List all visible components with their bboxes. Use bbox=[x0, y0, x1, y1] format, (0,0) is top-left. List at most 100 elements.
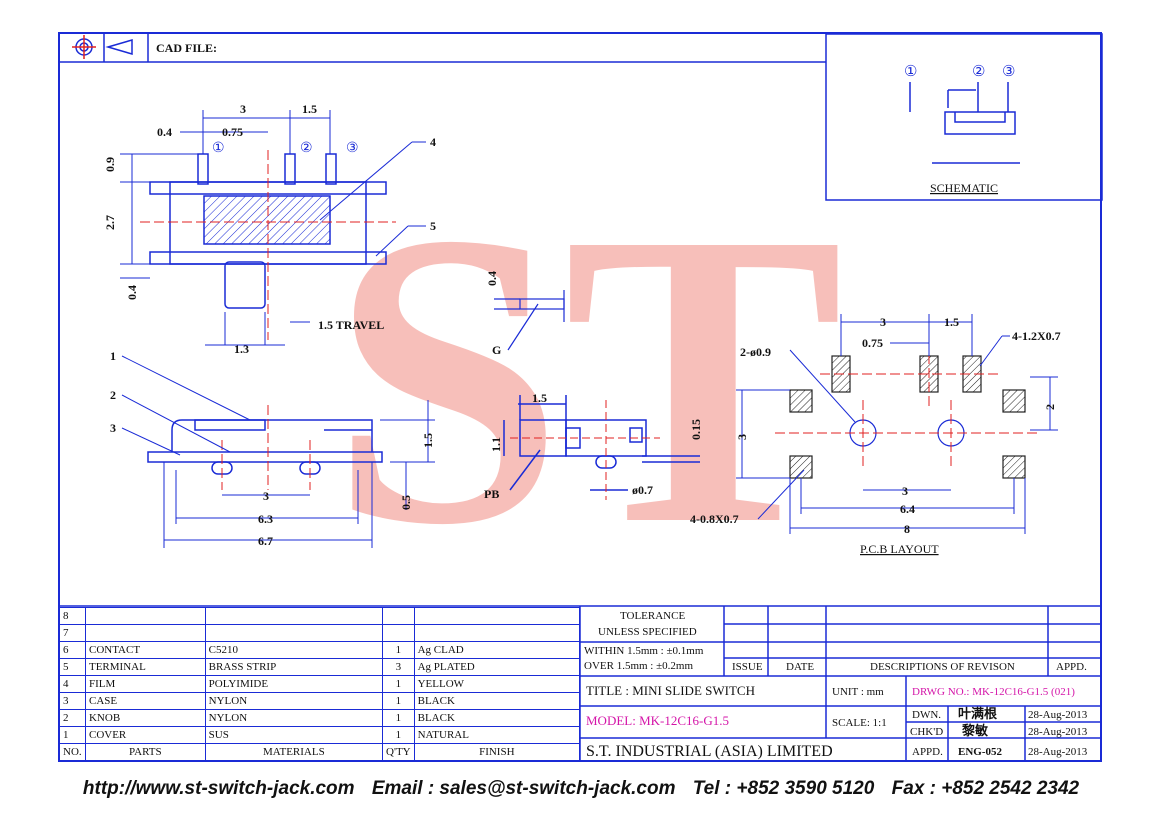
pcb-dim-text: 3 1.5 0.75 4-1.2X0.7 2-ø0.9 2 3 3 6.4 8 … bbox=[690, 315, 1061, 536]
bom-cell-no: 1 bbox=[59, 726, 86, 744]
bom-cell-finish: NATURAL bbox=[413, 726, 581, 744]
side-dim-6-7: 6.7 bbox=[258, 534, 273, 548]
bom-cell-finish: BLACK bbox=[413, 692, 581, 710]
bom-row: 8 bbox=[59, 607, 581, 625]
side-view-dim-text: 3 6.3 6.7 1.5 0.5 bbox=[258, 433, 435, 548]
bom-cell-material bbox=[204, 624, 384, 642]
unit-label: UNIT : mm bbox=[832, 686, 884, 698]
bom-cell-qty: 1 bbox=[382, 675, 415, 693]
dim-travel: 1.5 TRAVEL bbox=[318, 318, 384, 332]
issue-header: ISSUE bbox=[732, 661, 763, 673]
website-link[interactable]: http://www.st-switch-jack.com bbox=[82, 778, 355, 799]
schematic-pins: ① ② ③ bbox=[904, 64, 1015, 80]
side-view-dims bbox=[163, 400, 435, 548]
fax: Fax : +852 2542 2342 bbox=[891, 778, 1080, 799]
side-dim-6-3: 6.3 bbox=[258, 512, 273, 526]
appd-date: 28-Aug-2013 bbox=[1028, 746, 1088, 758]
bom-cell-part: KNOB bbox=[84, 709, 206, 727]
bom-cell-qty: 1 bbox=[382, 709, 415, 727]
dim-0-4b: 0.4 bbox=[125, 285, 139, 300]
detail-g bbox=[494, 290, 565, 351]
unless-specified: UNLESS SPECIFIED bbox=[598, 626, 697, 638]
pcb-dim-6-4: 6.4 bbox=[900, 502, 915, 516]
bom-cell-no: 2 bbox=[59, 709, 86, 727]
pcb-dim-holes: 2-ø0.9 bbox=[740, 345, 771, 359]
bom-cell-qty: 1 bbox=[382, 692, 415, 710]
pcb-dim-3b: 3 bbox=[902, 484, 908, 498]
bom-row: 7 bbox=[59, 624, 581, 642]
chkd-name: 黎敏 bbox=[962, 723, 989, 738]
watermark-s: ST bbox=[330, 146, 844, 611]
tolerance-over: OVER 1.5mm : ±0.2mm bbox=[584, 660, 693, 672]
bom-cell-material: POLYIMIDE bbox=[204, 675, 384, 693]
dim-0-75: 0.75 bbox=[222, 125, 243, 139]
bom-cell-part: COVER bbox=[84, 726, 206, 744]
appd-name: ENG-052 bbox=[958, 746, 1003, 758]
bom-cell-material: NYLON bbox=[204, 709, 384, 727]
bom-cell-qty bbox=[382, 624, 415, 642]
dim-0-4: 0.4 bbox=[157, 125, 172, 139]
scale-label: SCALE: 1:1 bbox=[832, 717, 887, 729]
dim-1-5: 1.5 bbox=[302, 102, 317, 116]
top-view-centerlines bbox=[140, 150, 396, 340]
chkd-label: CHK'D bbox=[910, 726, 943, 738]
pin-1-label: ① bbox=[212, 141, 225, 156]
callout-1: 1 bbox=[110, 349, 116, 363]
bom-cell-no: 3 bbox=[59, 692, 86, 710]
pcb-dim-2: 2 bbox=[1043, 404, 1057, 410]
drawing-title: TITLE : MINI SLIDE SWITCH bbox=[586, 683, 755, 698]
pcb-dim-8: 8 bbox=[904, 522, 910, 536]
bom-cell-part: CASE bbox=[84, 692, 206, 710]
side-dim-0-5: 0.5 bbox=[399, 495, 413, 510]
bom-cell-finish: Ag CLAD bbox=[413, 641, 581, 659]
detail-g-dim: 0.4 bbox=[485, 271, 499, 286]
pcb-dim-mount: 4-0.8X0.7 bbox=[690, 512, 739, 526]
pcb-centerlines bbox=[775, 340, 1040, 470]
top-view-pins: ① ② ③ bbox=[212, 141, 359, 156]
callout-5: 5 bbox=[430, 219, 436, 233]
schematic-box bbox=[825, 33, 1103, 201]
bom-cell-no: 8 bbox=[59, 607, 86, 625]
dim-1-3: 1.3 bbox=[234, 342, 249, 356]
tolerance-label: TOLERANCE bbox=[620, 610, 685, 622]
bom-cell-qty bbox=[382, 607, 415, 625]
bom-header-finish: FINISH bbox=[413, 743, 581, 761]
dim-0-9: 0.9 bbox=[103, 157, 117, 172]
bom-header-row: NO. PARTS MATERIALS Q'TY FINISH bbox=[59, 743, 581, 761]
dwn-date: 28-Aug-2013 bbox=[1028, 709, 1088, 721]
date-header: DATE bbox=[786, 661, 814, 673]
bom-cell-finish: BLACK bbox=[413, 709, 581, 727]
schematic-title: SCHEMATIC bbox=[930, 181, 998, 195]
bom-header-materials: MATERIALS bbox=[204, 743, 384, 761]
bom-cell-no: 4 bbox=[59, 675, 86, 693]
pin-3-label: ③ bbox=[346, 141, 359, 156]
callout-4: 4 bbox=[430, 135, 436, 149]
contact-footer: http://www.st-switch-jack.com Email : sa… bbox=[0, 778, 1162, 800]
pcb-dim-3v: 3 bbox=[735, 434, 749, 440]
pcb-dim-0-75: 0.75 bbox=[862, 336, 883, 350]
header-cells bbox=[58, 32, 826, 63]
dwn-label: DWN. bbox=[912, 709, 941, 721]
projection-symbol bbox=[72, 35, 133, 59]
bom-cell-part bbox=[84, 607, 206, 625]
top-view-leaders bbox=[319, 141, 426, 257]
end-dim-0-15: 0.15 bbox=[689, 419, 703, 440]
callout-2: 2 bbox=[110, 388, 116, 402]
bom-header-qty: Q'TY bbox=[382, 743, 415, 761]
email-link[interactable]: Email : sales@st-switch-jack.com bbox=[371, 778, 676, 799]
dwn-name: 叶满根 bbox=[958, 706, 998, 721]
dim-3: 3 bbox=[240, 102, 246, 116]
bom-cell-part: CONTACT bbox=[84, 641, 206, 659]
bom-cell-material: SUS bbox=[204, 726, 384, 744]
appd-header: APPD. bbox=[1056, 661, 1087, 673]
drwg-number: DRWG NO.: MK-12C16-G1.5 (021) bbox=[912, 686, 1075, 698]
title-block-text: TOLERANCE UNLESS SPECIFIED WITHIN 1.5mm … bbox=[584, 610, 1088, 760]
bom-cell-no: 6 bbox=[59, 641, 86, 659]
bom-cell-no: 7 bbox=[59, 624, 86, 642]
schematic-pin-1: ① bbox=[904, 64, 917, 80]
bom-cell-finish: YELLOW bbox=[413, 675, 581, 693]
descriptions-header: DESCRIPTIONS OF REVISON bbox=[870, 661, 1015, 673]
